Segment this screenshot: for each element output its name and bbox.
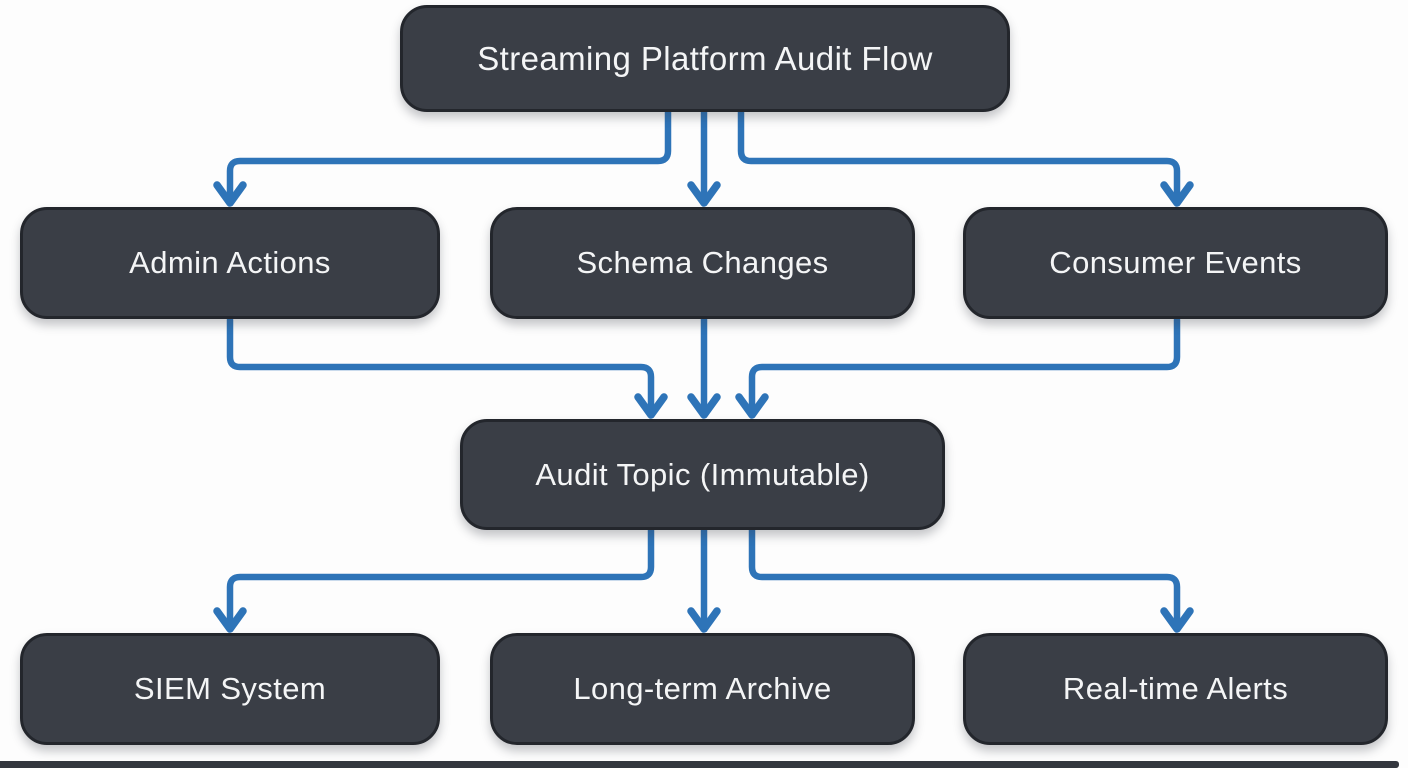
edge-audit-topic-to-long-term-archive xyxy=(687,526,721,633)
arrowhead-icon xyxy=(1160,181,1194,207)
arrowhead-icon xyxy=(687,393,721,419)
node-label: Real-time Alerts xyxy=(1062,671,1289,706)
node-consumer-events: Consumer Events xyxy=(963,207,1388,319)
node-label: Long-term Archive xyxy=(573,671,832,706)
edge-title-to-admin-actions xyxy=(213,108,672,207)
edge-audit-topic-to-real-time-alerts xyxy=(748,526,1194,633)
edge-admin-actions-to-audit-topic xyxy=(226,316,668,419)
node-label: Streaming Platform Audit Flow xyxy=(477,39,933,77)
node-streaming-platform-audit-flow: Streaming Platform Audit Flow xyxy=(400,5,1010,112)
edge-title-to-consumer-events xyxy=(737,108,1194,207)
node-long-term-archive: Long-term Archive xyxy=(490,633,915,745)
arrowhead-icon xyxy=(1160,607,1194,633)
node-audit-topic-immutable: Audit Topic (Immutable) xyxy=(460,419,945,530)
arrowhead-icon xyxy=(634,393,668,419)
node-label: Audit Topic (Immutable) xyxy=(535,456,870,492)
node-label: Admin Actions xyxy=(129,245,331,280)
bottom-edge-bar xyxy=(0,761,1399,768)
arrowhead-icon xyxy=(735,393,769,419)
node-admin-actions: Admin Actions xyxy=(20,207,440,319)
arrowhead-icon xyxy=(213,181,247,207)
edge-schema-changes-to-audit-topic xyxy=(687,315,721,419)
node-label: SIEM System xyxy=(133,671,327,706)
edge-audit-topic-to-siem-system xyxy=(213,526,655,633)
node-schema-changes: Schema Changes xyxy=(490,207,915,319)
arrowhead-icon xyxy=(687,607,721,633)
node-label: Schema Changes xyxy=(576,245,829,280)
node-siem-system: SIEM System xyxy=(20,633,440,745)
node-label: Consumer Events xyxy=(1049,245,1302,280)
edge-consumer-events-to-audit-topic xyxy=(735,316,1181,419)
arrowhead-icon xyxy=(687,181,721,207)
node-real-time-alerts: Real-time Alerts xyxy=(963,633,1388,745)
arrowhead-icon xyxy=(213,607,247,633)
edge-title-to-schema-changes xyxy=(687,108,721,207)
